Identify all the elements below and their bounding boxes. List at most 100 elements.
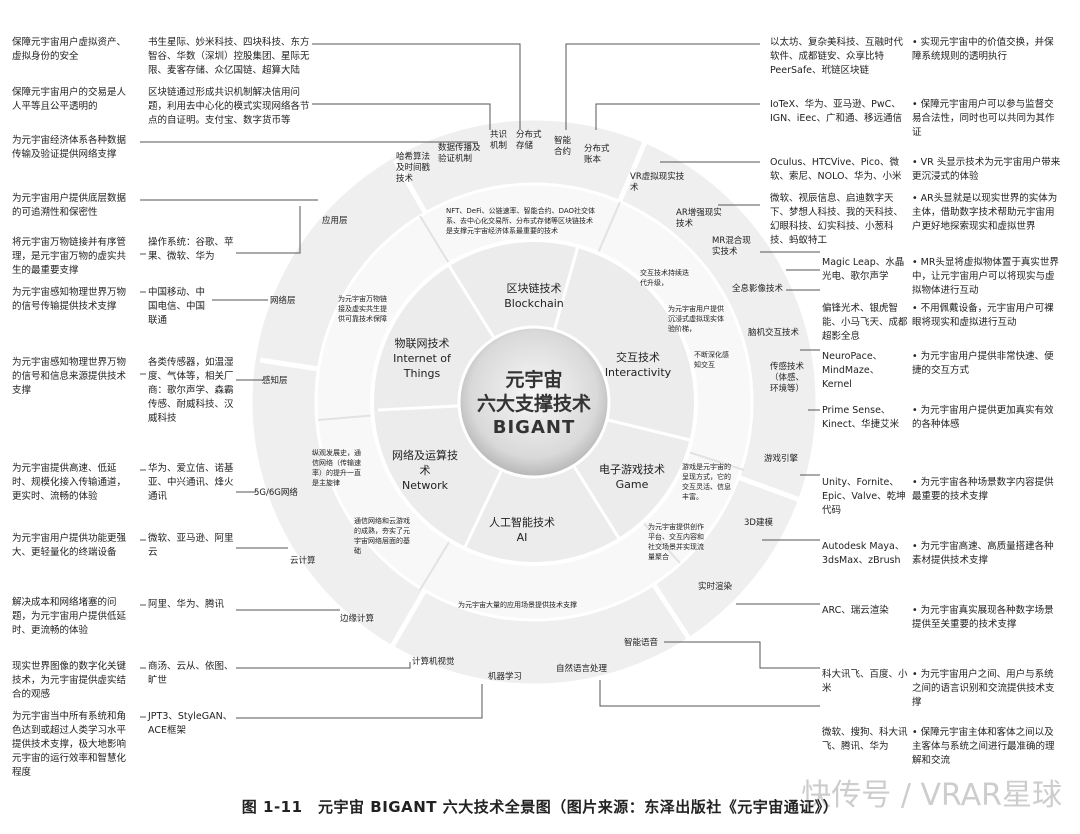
center-title: 元宇宙 六大支撑技术 BIGANT [459, 368, 609, 440]
figure-caption: 图 1-11 元宇宙 BIGANT 六大技术全景图（图片来源：东泽出版社《元宇宙… [241, 798, 839, 816]
right-company: Unity、Fornite、Epic、Valve、乾坤代码 [822, 477, 906, 516]
right-company: 偏锋光术、银虎智能、小马飞天、成都超影全息 [822, 303, 908, 342]
ring-label-ml: 机器学习 [488, 672, 523, 682]
right-note: 为元宇宙高速、高质量搭建各种素材提供技术支撑 [912, 540, 1062, 568]
pillar-cn: 交互技术 [616, 351, 660, 364]
right-note: 实现元宇宙中的价值交换，并保障系统规则的透明执行 [912, 36, 1062, 64]
right-connectors [565, 43, 820, 707]
pillar-blockchain: 区块链技术 Blockchain [480, 281, 588, 311]
right-note: VR 头显示技术为元宇宙用户带来更沉浸式的体验 [912, 156, 1062, 184]
pillar-en: Internet of Things [393, 352, 451, 380]
ring-label-cv: 计算机视觉 [412, 657, 455, 667]
right-company: Autodesk Maya、3dsMax、zBrush [822, 541, 905, 566]
left-note: 为元宇宙经济体系各种数据传输及验证提供网络支撑 [12, 135, 127, 160]
right-company: 以太坊、复杂美科技、互融时代软件、成都链安、众享比特PeerSafe、玳链区块链 [770, 37, 904, 76]
pillar-en: Game [615, 478, 649, 491]
ring-label-mr: MR混合现实技术 [712, 236, 751, 257]
ring-label-smart-contract: 智能合约 [554, 136, 572, 157]
middle-note-network: 通信网络和云游戏的成熟，夯实了元宇宙网络层面的基础 [354, 517, 410, 555]
ring-label-network-layer: 网络层 [270, 296, 296, 306]
left-note: 为元宇宙感知物理世界万物的信号传输提供技术支撑 [12, 287, 127, 312]
ring-label-edge: 边缘计算 [340, 614, 375, 624]
left-company: 阿里、华为、腾讯 [148, 599, 225, 610]
ring-label-vr: VR虚拟现实技术 [630, 172, 685, 193]
right-company: Prime Sense、Kinect、华捷艾米 [822, 405, 900, 430]
left-note: 保障元宇宙用户的交易是人人平等且公平透明的 [12, 87, 127, 112]
right-company: 微软、视辰信息、启迪数字天下、梦想人科技、我的天科技、幻眼科技、幻实科技、小葱科… [770, 193, 904, 246]
ring-label-speech: 智能语音 [624, 638, 659, 648]
right-company: Oculus、HTCVive、Pico、微软、索尼、NOLO、华为、小米 [770, 157, 902, 182]
left-note: 为元宇宙感知物理世界万物的信号和信息来源提供技术支撑 [12, 357, 127, 396]
left-note: 为元宇宙用户提供功能更强大、更轻量化的终端设备 [12, 533, 127, 558]
left-company: 中国移动、中国电信、中国联通 [148, 287, 206, 326]
right-note: 保障元宇宙用户可以参与监督交易合法性，同时也可以共同为其作证 [912, 98, 1062, 140]
left-note: 解决成本和网络堵塞的问题，为元宇宙用户提供低延时、更流畅的体验 [12, 597, 127, 636]
right-note: 不用佩戴设备，元宇宙用户可裸眼将现实和虚拟进行互动 [912, 302, 1062, 330]
left-company: 华为、爱立信、诺基亚、中兴通讯、烽火通讯 [148, 463, 234, 502]
pillar-cn: 电子游戏技术 [599, 463, 665, 476]
left-company: 区块链通过形成共识机制解决信用问题，利用去中心化的模式实现网络各节点的自证明。支… [148, 87, 310, 126]
right-company: ARC、瑞云渲染 [822, 605, 889, 616]
left-note: 现实世界图像的数字化关键技术，为元宇宙提供虚实结合的观感 [12, 661, 127, 700]
ring-label-sensing: 传感技术（体感、环境等） [770, 362, 805, 394]
right-note: MR头显将虚拟物体置于真实世界中，让元宇宙用户可以将现实与虚拟物体进行互动 [912, 256, 1062, 298]
middle-note-network-b: 纵观发展史，通信网络（传输速率）的提升一直是主旋律 [312, 449, 361, 487]
ring-label-consensus: 共识机制 [490, 130, 508, 151]
right-company: IoTeX、华为、亚马逊、PwC、IGN、iEec、广和通、移远通信 [770, 99, 902, 124]
left-note: 保障元宇宙用户虚拟资产、虚拟身份的安全 [12, 37, 127, 62]
ring-label-ledger: 分布式账本 [584, 144, 610, 165]
left-company: 各类传感器，如温湿度、气体等，相关厂商：歌尔声学、森霸传感、耐威科技、汉威科技 [148, 357, 234, 424]
middle-note-game: 游戏是元宇宙的呈现方式，它的交互灵活、信息丰富。 [682, 463, 731, 501]
center-line2: 六大支撑技术 [476, 393, 591, 415]
right-company: 科大讯飞、百度、小米 [822, 669, 908, 694]
center-circle [457, 325, 611, 479]
ring-label-3d-modeling: 3D建模 [744, 518, 773, 528]
middle-note-interactivity-c: 不断深化感知交互 [694, 351, 729, 369]
left-company: 微软、亚马逊、阿里云 [148, 533, 234, 558]
pillar-cn: 人工智能技术 [489, 516, 555, 529]
pillar-iot: 物联网技术 Internet of Things [386, 336, 458, 381]
left-note: 为元宇宙用户提供底层数据的可追溯性和保密性 [12, 193, 127, 218]
pillar-en: Network [402, 479, 448, 492]
right-company: Magic Leap、水晶光电、歌尔声学 [822, 257, 905, 282]
right-note: AR头显就是以现实世界的实体为主体，借助数字技术帮助元宇宙用户更好地探索现实和虚… [912, 192, 1062, 234]
pillar-ai: 人工智能技术 AI [480, 515, 564, 545]
pillar-network: 网络及运算技术 Network [390, 448, 460, 493]
pillar-en: Blockchain [504, 297, 564, 310]
ring-label-application: 应用层 [322, 216, 348, 226]
watermark: 快传号 / VRAR星球 [801, 778, 1062, 813]
middle-note-iot: 为元宇宙万物链接及虚实共生提供可靠技术保障 [338, 295, 387, 323]
pillar-cn: 区块链技术 [506, 282, 562, 295]
pillar-cn: 网络及运算技术 [392, 449, 458, 477]
right-note: 为元宇宙用户提供更加真实有效的各种体感 [912, 404, 1062, 432]
ring-label-5g: 5G/6G网络 [254, 488, 298, 498]
pillar-en: AI [516, 531, 528, 544]
center-line3: BIGANT [492, 417, 576, 438]
ring-label-nlp: 自然语言处理 [556, 664, 608, 674]
ring-label-cloud: 云计算 [290, 556, 316, 566]
pillar-game: 电子游戏技术 Game [596, 462, 668, 492]
right-note: 为元宇宙各种场景数字内容提供最重要的技术支撑 [912, 476, 1062, 504]
left-note: 为元宇宙提供高速、低延时、规模化接入传输通道，更实时、流畅的体验 [12, 463, 127, 502]
pillar-cn: 物联网技术 [394, 337, 450, 350]
left-company: 操作系统：谷歌、苹果、微软、华为 [148, 237, 234, 262]
middle-note-ai-game: 为元宇宙提供创作平台、交互内容和社交场景并实现流量聚合 [648, 523, 704, 561]
pillar-en: Interactivity [604, 366, 672, 379]
ring-label-game-engine: 游戏引擎 [764, 454, 799, 464]
pillar-interactivity: 交互技术 Interactivity [600, 350, 676, 380]
left-note: 为元宇宙当中所有系统和角色达到或超过人类学习水平提供技术支撑，极大地影响元宇宙的… [12, 711, 127, 778]
ring-label-perception: 感知层 [262, 376, 288, 386]
middle-note-ai: 为元宇宙大量的应用场景提供技术支撑 [458, 601, 577, 609]
left-company: 书生星际、妙米科技、四块科技、东方智谷、华数（深圳）控股集团、星际无限、麦客存储… [148, 37, 310, 76]
right-note: 为元宇宙用户提供非常快速、便捷的交互方式 [912, 350, 1062, 378]
middle-note-interactivity-a: 交互技术持续迭代升级， [640, 269, 689, 287]
ring-label-ar: AR增强现实技术 [676, 208, 722, 229]
right-note: 保障元宇宙主体和客体之间以及主客体与系统之间进行最准确的理解和交流 [912, 726, 1062, 768]
left-connectors [140, 43, 521, 719]
right-company: NeuroPace、MindMaze、Kernel [822, 351, 883, 390]
ring-label-hash: 哈希算法及时间戳技术 [396, 152, 431, 184]
ring-label-data-propagation: 数据传播及验证机制 [438, 143, 481, 164]
left-company: JPT3、StyleGAN、ACE框架 [148, 711, 233, 736]
right-company: 微软、搜狗、科大讯飞、腾讯、华为 [822, 727, 908, 752]
